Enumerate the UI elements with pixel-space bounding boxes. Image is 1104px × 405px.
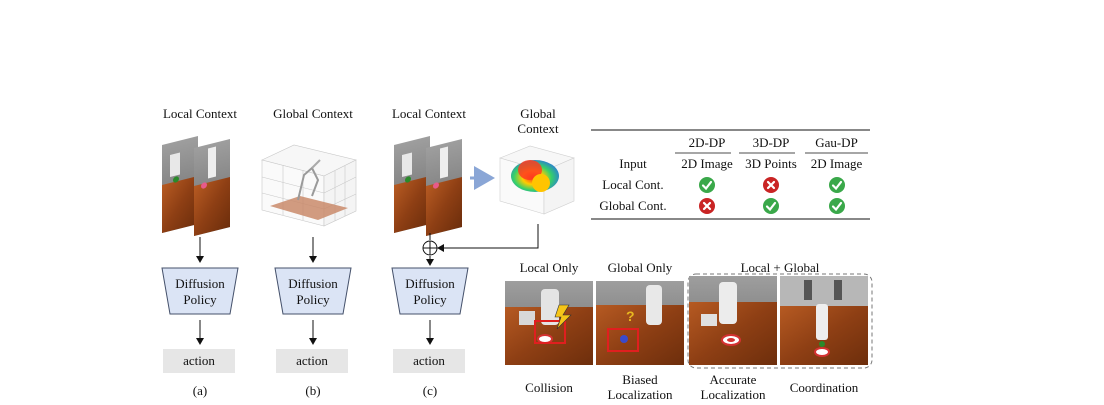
feedback-arrow	[437, 224, 539, 252]
table-row: Global Cont.	[591, 195, 870, 216]
check-icon	[803, 174, 870, 195]
check-icon	[675, 174, 739, 195]
check-icon	[803, 195, 870, 216]
table-row: Input 2D Image 3D Points 2D Image	[619, 155, 863, 171]
gaussian-context-cube	[499, 145, 575, 215]
global-context-pointcloud	[261, 144, 357, 227]
panel-c-title: Local Context	[391, 106, 466, 121]
cross-icon	[675, 195, 739, 216]
svg-text:?: ?	[626, 308, 635, 324]
example-coordination-image	[780, 276, 868, 365]
action-box-c: action	[393, 349, 465, 373]
example-accurate-image	[689, 276, 777, 365]
diffusion-policy-b	[274, 267, 352, 315]
example-caption-collision: Collision	[525, 380, 573, 395]
panel-c-global-title: Global Context	[517, 106, 559, 136]
example-biased-image: ?	[596, 281, 684, 365]
caption-c: (c)	[422, 383, 438, 398]
caption-a: (a)	[192, 383, 208, 398]
check-icon	[739, 195, 803, 216]
diffusion-policy-c	[391, 267, 469, 315]
table-header-row: 2D-DP 3D-DP Gau-DP	[591, 132, 870, 153]
caption-b: (b)	[305, 383, 321, 398]
col-2d-dp: 2D-DP	[688, 134, 726, 150]
action-box-a: action	[163, 349, 235, 373]
comparison-table: 2D-DP 3D-DP Gau-DP Input 2D Image 3D Poi…	[591, 132, 870, 216]
example-header-global-only: Global Only	[607, 260, 673, 275]
example-header-local-global: Local + Global	[740, 260, 820, 275]
diffusion-policy-a	[161, 267, 239, 315]
panel-a-title: Local Context	[162, 106, 237, 121]
cross-icon	[739, 174, 803, 195]
example-header-local-only: Local Only	[519, 260, 579, 275]
action-box-b: action	[276, 349, 348, 373]
local-global-dashed-box	[687, 273, 873, 369]
local-context-images-c	[394, 136, 462, 236]
table-row: Local Cont.	[591, 174, 870, 195]
col-3d-dp: 3D-DP	[752, 134, 790, 150]
example-caption-coordination: Coordination	[789, 380, 859, 395]
panel-b-title: Global Context	[273, 106, 353, 121]
example-collision-image	[505, 281, 593, 365]
col-gau-dp: Gau-DP	[815, 134, 858, 150]
local-context-images-a	[162, 136, 230, 236]
